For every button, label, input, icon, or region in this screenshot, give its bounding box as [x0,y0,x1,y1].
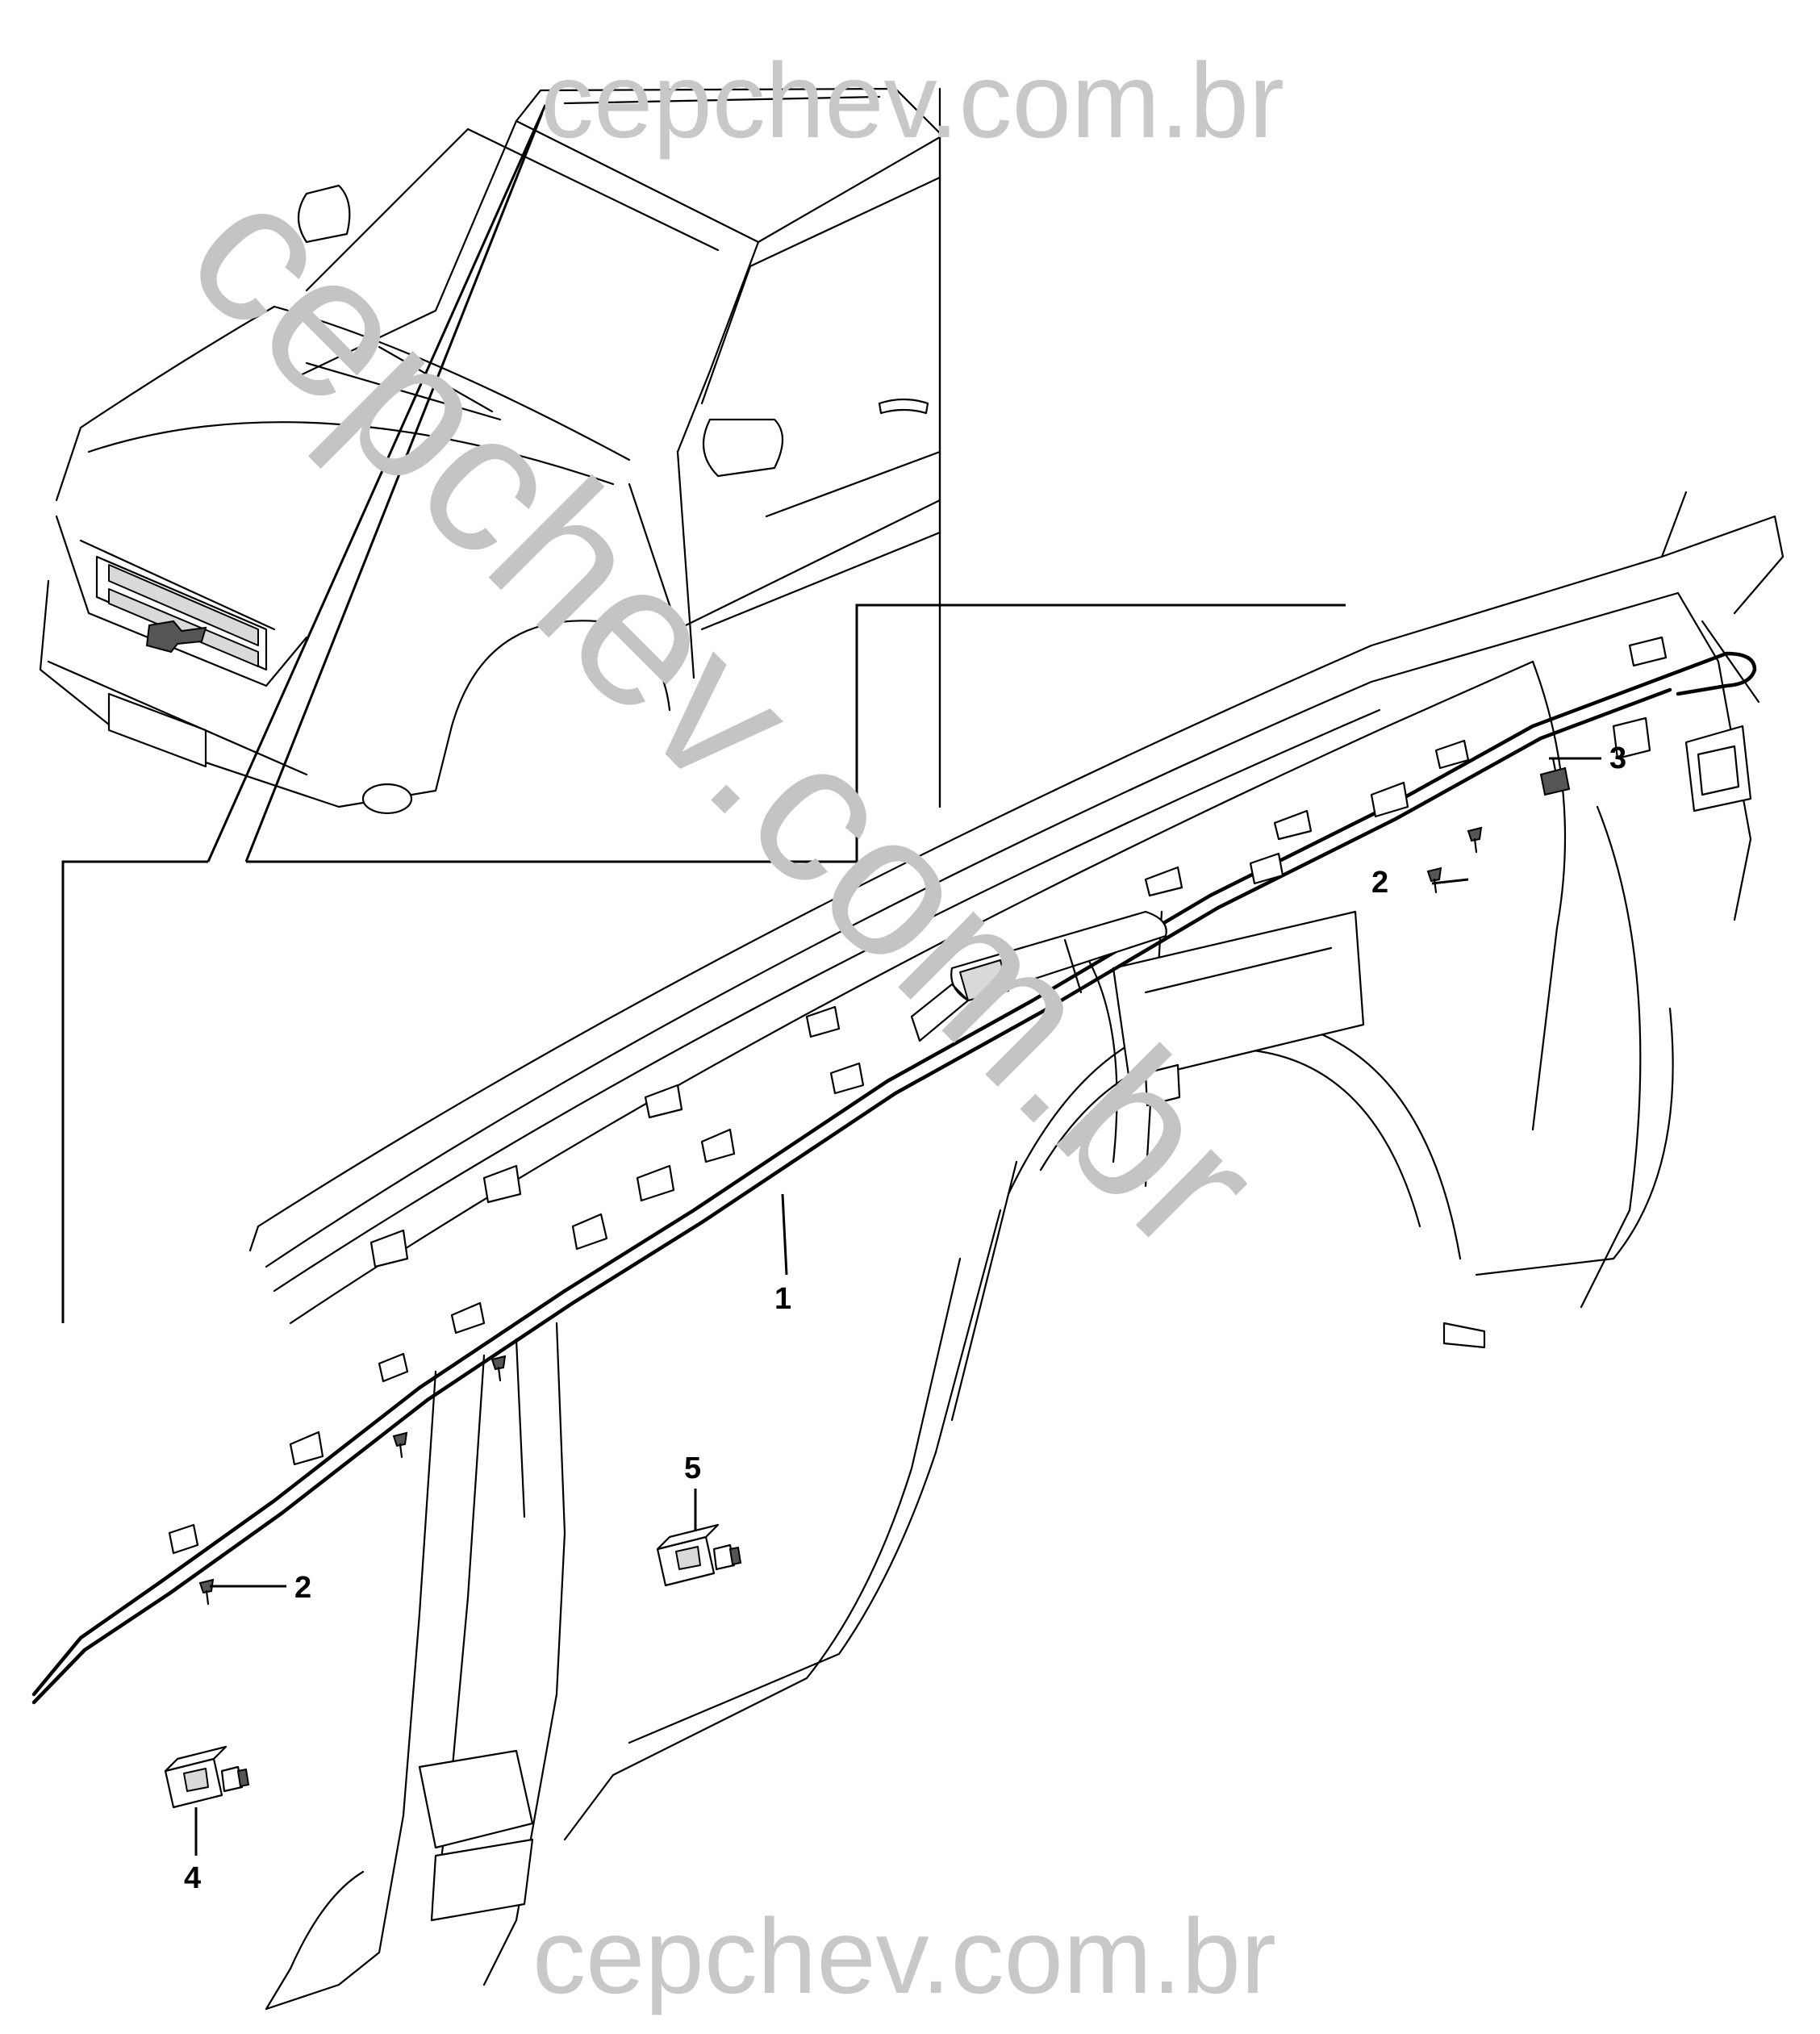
callout-labels: 1 2 2 3 4 5 [184,741,1626,1895]
watermark-bottom: cepchev.com.br [532,1897,1276,2015]
watermark-diagonal: cepchev.com.br [148,137,1303,1293]
callout-3: 3 [1609,741,1626,775]
callout-1: 1 [774,1282,791,1316]
curtain-airbag-part-1 [31,636,1757,1705]
retainer-part-3 [1539,757,1571,796]
callout-5: 5 [684,1451,701,1485]
sensor-part-5 [656,1523,742,1587]
callout-2-upper: 2 [1371,866,1388,900]
vehicle-inset [39,87,941,815]
watermark-top: cepchev.com.br [541,41,1284,160]
clip-part-2 [198,826,1483,1606]
callout-4: 4 [184,1861,201,1895]
body-structure [248,491,1785,2011]
callout-2-lower: 2 [294,1571,311,1605]
sensor-part-4 [164,1745,250,1809]
detail-frame [61,104,1346,1323]
leader-lines [194,757,1601,1856]
